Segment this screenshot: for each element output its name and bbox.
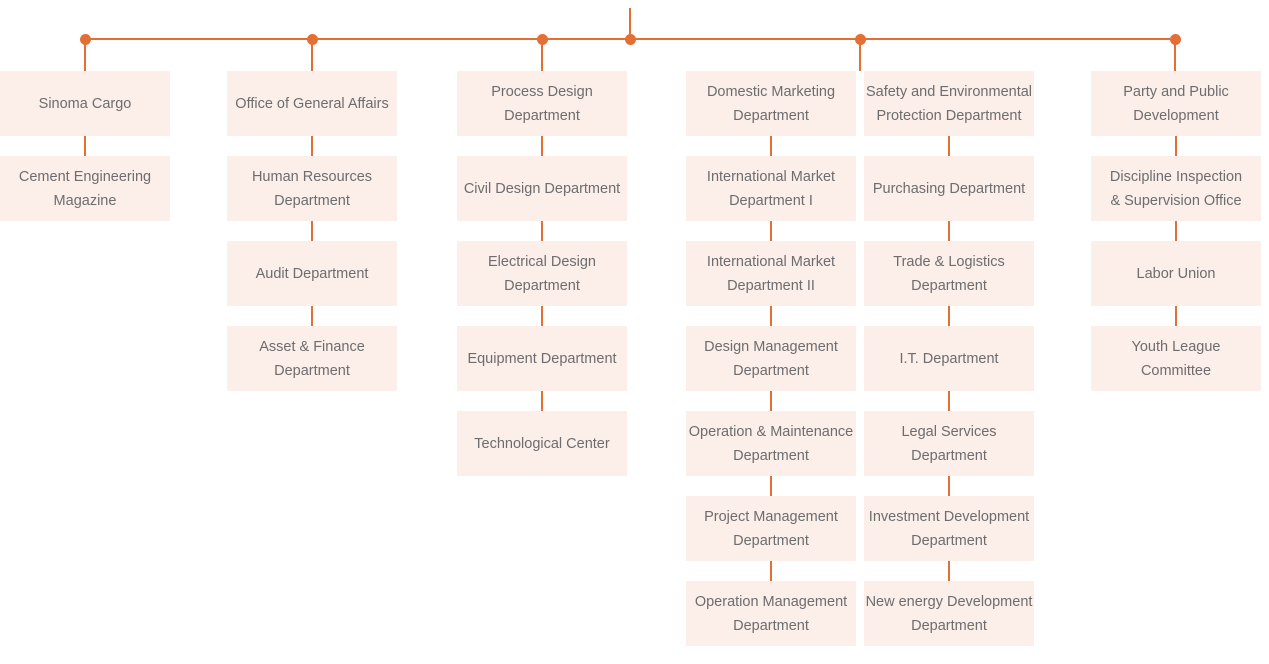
node-connector-line <box>948 561 950 581</box>
org-node: Sinoma Cargo <box>0 71 170 136</box>
org-column: Office of General Affairs Human Resource… <box>227 71 397 391</box>
node-connector-line <box>770 136 772 156</box>
node-connector-line <box>948 306 950 326</box>
node-connector-line <box>948 476 950 496</box>
node-connector-line <box>770 306 772 326</box>
org-node: Operation Management Department <box>686 581 856 646</box>
branch-drop-line <box>311 44 313 71</box>
branch-dot <box>306 33 318 45</box>
node-connector-line <box>948 221 950 241</box>
node-connector-line <box>311 306 313 326</box>
org-node: Design Management Department <box>686 326 856 391</box>
org-node: Asset & Finance Department <box>227 326 397 391</box>
branch-drop-line <box>541 44 543 71</box>
node-connector-line <box>770 476 772 496</box>
org-column: Party and Public Development Discipline … <box>1091 71 1261 391</box>
org-node: Trade & Logistics Department <box>864 241 1034 306</box>
node-connector-line <box>770 391 772 411</box>
branch-drop-line <box>1174 44 1176 71</box>
org-node: Domestic Marketing Department <box>686 71 856 136</box>
org-column: Process Design Department Civil Design D… <box>457 71 627 476</box>
branch-dot <box>536 33 548 45</box>
org-node: I.T. Department <box>864 326 1034 391</box>
org-node: Office of General Affairs <box>227 71 397 136</box>
org-node: Civil Design Department <box>457 156 627 221</box>
org-column: Sinoma Cargo Cement Engineering Magazine <box>0 71 170 221</box>
org-node: Operation & Maintenance Department <box>686 411 856 476</box>
org-node: Labor Union <box>1091 241 1261 306</box>
org-node: Project Management Department <box>686 496 856 561</box>
node-connector-line <box>948 391 950 411</box>
org-node: Discipline Inspection & Supervision Offi… <box>1091 156 1261 221</box>
root-junction-dot <box>624 33 636 45</box>
org-node: International Market Department I <box>686 156 856 221</box>
branch-dot <box>1169 33 1181 45</box>
org-column: Domestic Marketing Department Internatio… <box>686 71 856 646</box>
org-node: Purchasing Department <box>864 156 1034 221</box>
node-connector-line <box>541 136 543 156</box>
node-connector-line <box>1175 306 1177 326</box>
node-connector-line <box>311 221 313 241</box>
branch-drop-line <box>84 44 86 71</box>
node-connector-line <box>84 136 86 156</box>
org-node: Cement Engineering Magazine <box>0 156 170 221</box>
branch-dot <box>854 33 866 45</box>
org-node: Safety and Environmental Protection Depa… <box>864 71 1034 136</box>
branch-drop-line <box>859 44 861 71</box>
branch-dot <box>79 33 91 45</box>
org-node: Equipment Department <box>457 326 627 391</box>
org-node: Technological Center <box>457 411 627 476</box>
org-node: Human Resources Department <box>227 156 397 221</box>
node-connector-line <box>770 561 772 581</box>
org-column: Safety and Environmental Protection Depa… <box>864 71 1034 646</box>
node-connector-line <box>1175 221 1177 241</box>
node-connector-line <box>311 136 313 156</box>
node-connector-line <box>1175 136 1177 156</box>
org-node: Audit Department <box>227 241 397 306</box>
org-node: Electrical Design Department <box>457 241 627 306</box>
org-node: Youth League Committee <box>1091 326 1261 391</box>
org-node: Process Design Department <box>457 71 627 136</box>
org-node: Legal Services Department <box>864 411 1034 476</box>
node-connector-line <box>541 306 543 326</box>
root-connector-line <box>629 8 631 39</box>
node-connector-line <box>541 391 543 411</box>
node-connector-line <box>541 221 543 241</box>
node-connector-line <box>770 221 772 241</box>
node-connector-line <box>948 136 950 156</box>
org-node: Party and Public Development <box>1091 71 1261 136</box>
org-node: New energy Development Department <box>864 581 1034 646</box>
org-node: International Market Department II <box>686 241 856 306</box>
org-node: Investment Development Department <box>864 496 1034 561</box>
